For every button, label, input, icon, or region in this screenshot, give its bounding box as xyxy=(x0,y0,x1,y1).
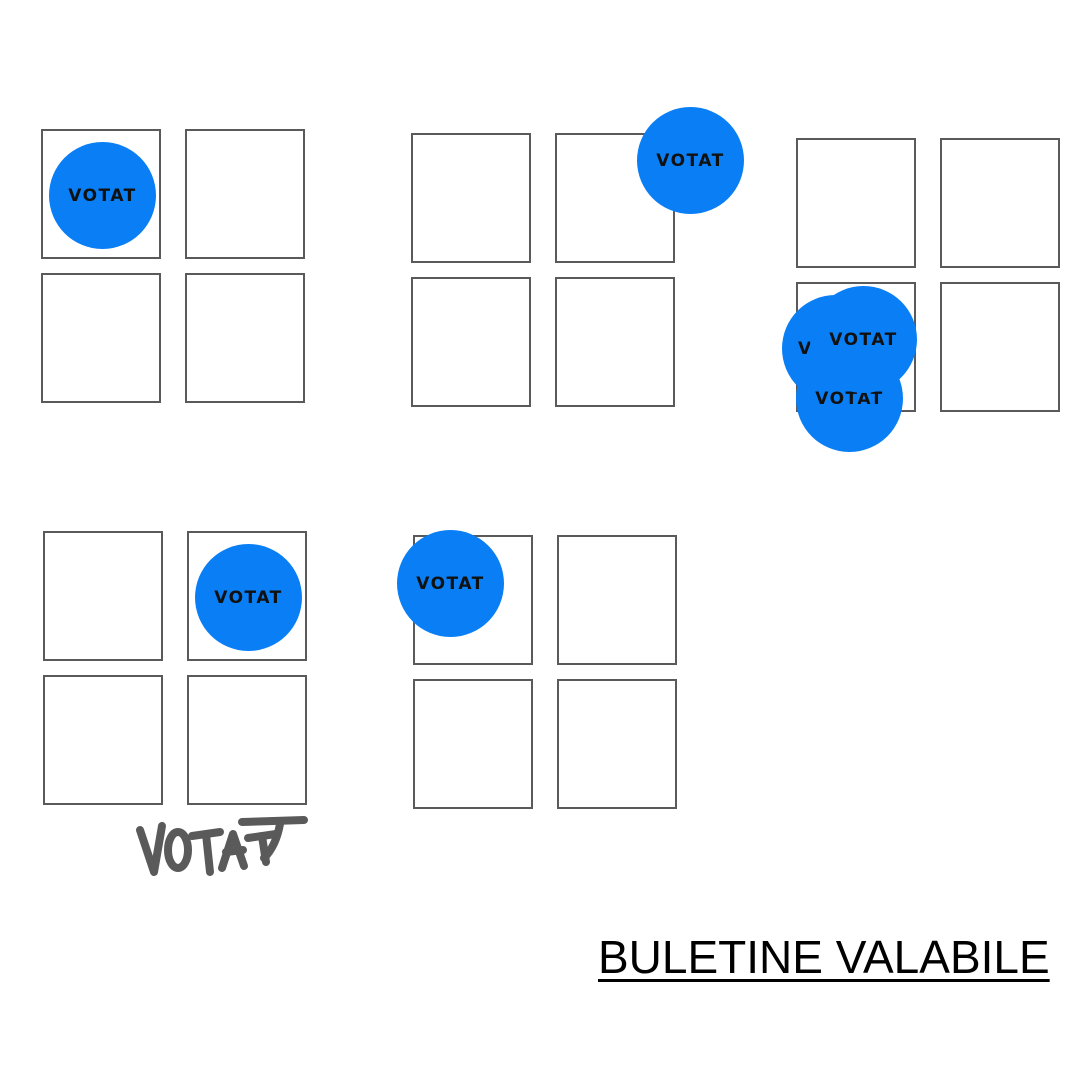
ballot-cell xyxy=(555,277,675,407)
ballot-1 xyxy=(41,129,311,409)
stamp-label: VOTAT xyxy=(214,587,283,608)
votat-stamp: VOTAT xyxy=(195,544,302,651)
stamp-label: VOTAT xyxy=(416,573,485,594)
ballot-cell xyxy=(796,138,916,268)
ballot-cell xyxy=(940,138,1060,268)
ballot-cell xyxy=(187,675,307,805)
ballot-2 xyxy=(411,133,681,413)
ballot-cell xyxy=(557,535,677,665)
handwritten-votat-scribble xyxy=(136,816,308,876)
ballot-4 xyxy=(43,531,313,811)
ballot-cell xyxy=(41,129,161,259)
ballot-cell xyxy=(557,679,677,809)
stamp-label: VOTAT xyxy=(656,150,725,171)
votat-stamp: VOTAT xyxy=(397,530,504,637)
votat-stamp: VOTAT xyxy=(49,142,156,249)
ballot-cell xyxy=(413,679,533,809)
ballot-cell xyxy=(411,133,531,263)
stamp-label: VOTAT xyxy=(68,185,137,206)
ballot-cell xyxy=(940,282,1060,412)
ballot-cell xyxy=(185,273,305,403)
ballot-cell xyxy=(43,675,163,805)
votat-stamp: VOTAT xyxy=(637,107,744,214)
page-title: BULETINE VALABILE xyxy=(598,931,1050,983)
ballot-cell xyxy=(187,531,307,661)
ballot-cell xyxy=(411,277,531,407)
stamp-label: VOTAT xyxy=(815,388,884,409)
stamp-label: VOTAT xyxy=(829,329,898,350)
ballot-cell xyxy=(185,129,305,259)
votat-stamp: VOTAT xyxy=(810,286,917,393)
ballot-cell xyxy=(43,531,163,661)
ballot-cell xyxy=(41,273,161,403)
